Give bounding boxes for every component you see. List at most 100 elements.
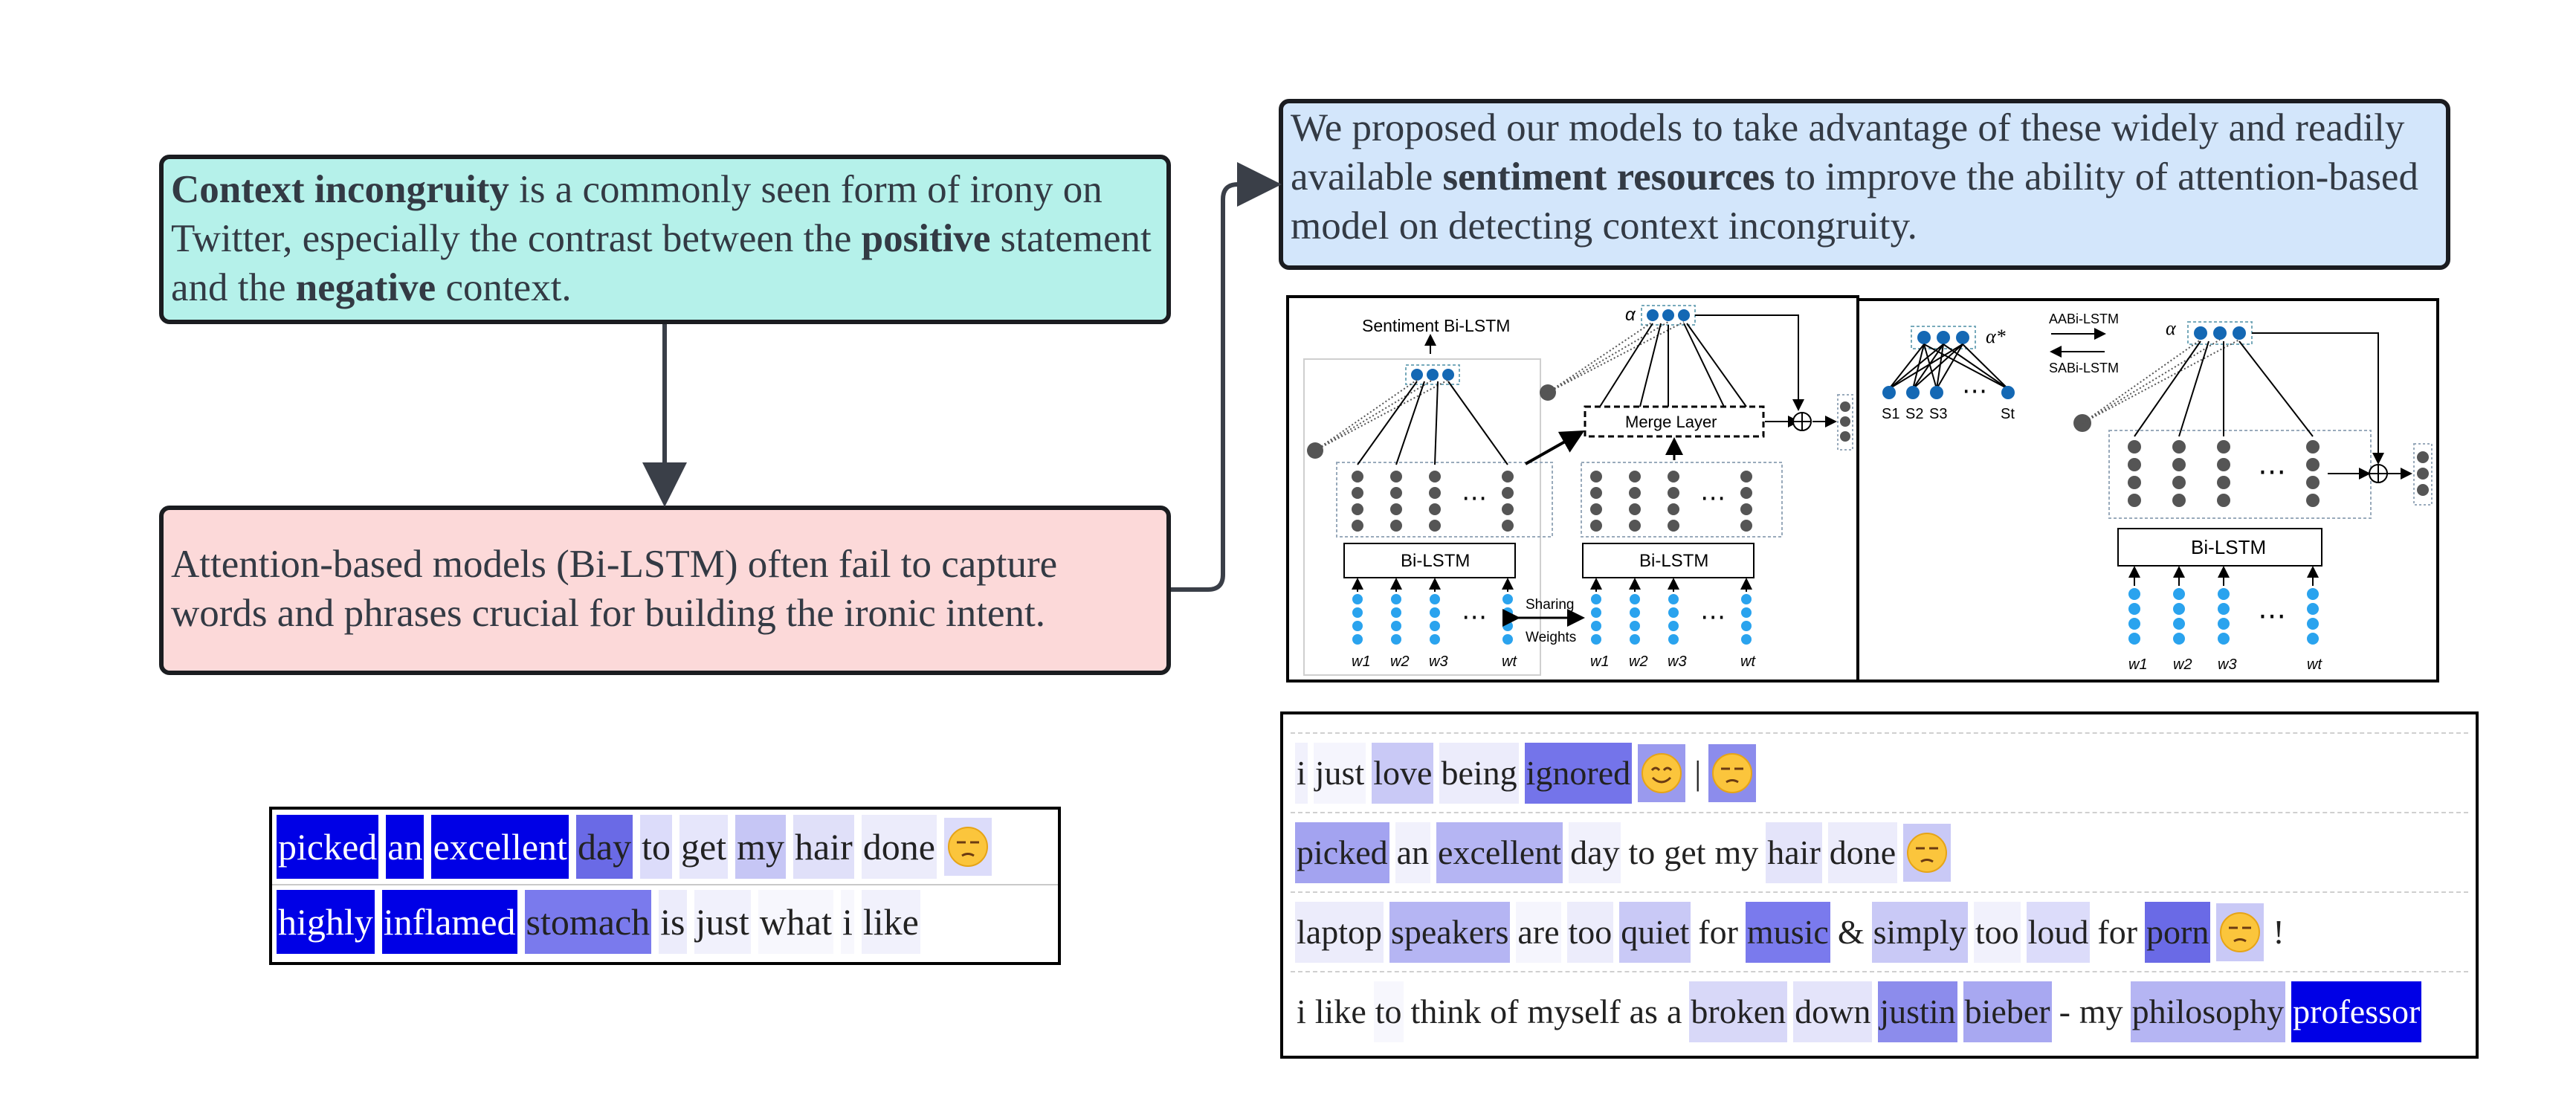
emoji-icon [1638, 743, 1686, 802]
context-text-3: context. [436, 266, 572, 309]
word-w2-a: w2 [1390, 653, 1410, 670]
emoji-icon [1903, 823, 1952, 882]
heatmap-token: to [640, 815, 673, 879]
heatmap-token: an [386, 815, 425, 879]
ellipsis-s: ⋯ [1962, 377, 1987, 405]
emoji-icon [2216, 903, 2265, 961]
heatmap-token: philosophy [2130, 981, 2286, 1042]
heatmap-token: too [1566, 901, 1614, 963]
alpha-label: α [1625, 305, 1636, 325]
heatmap-token: professor [2291, 981, 2422, 1042]
heatmap-token: - [2057, 981, 2072, 1042]
word-wt-c: wt [2307, 656, 2322, 673]
sentiment-bilstm-label: Sentiment Bi-LSTM [1362, 316, 1510, 335]
heatmap-token: hair [793, 815, 854, 879]
merge-layer-label: Merge Layer [1625, 413, 1717, 431]
word-w1-c: w1 [2128, 656, 2148, 673]
aabi-lstm-label: AABi-LSTM [2049, 312, 2119, 326]
word-w3-c: w3 [2218, 656, 2237, 673]
heatmap-token: what [758, 890, 833, 954]
heatmap-token: day [1569, 822, 1621, 883]
heatmap-token: picked [1295, 822, 1389, 883]
heatmap-token: my [2077, 981, 2125, 1042]
heatmap-token: think [1409, 981, 1483, 1042]
attention-failure-box: Attention-based models (Bi-LSTM) often f… [159, 506, 1171, 675]
s2-label: S2 [1905, 406, 1923, 422]
st-label: St [2001, 406, 2015, 422]
ellipsis-hidden-2: ⋯ [1700, 484, 1726, 512]
heatmap-token: get [1662, 822, 1708, 883]
positive-term: positive [861, 217, 991, 260]
word-wt-a: wt [1502, 653, 1517, 670]
heatmap-token: broken [1689, 981, 1788, 1042]
alpha-star-label: α* [1986, 326, 2006, 347]
word-w1-b: w1 [1590, 653, 1610, 670]
heatmap-token: highly [277, 890, 375, 954]
sentiment-bilstm-svg: Sentiment Bi-LSTM ⋯ Bi-LSTM [1303, 305, 1853, 676]
emoji-icon [943, 818, 992, 876]
sharing-label: Sharing [1526, 597, 1575, 613]
heatmap-token: & [1836, 901, 1866, 963]
heatmap-token: ! [2271, 901, 2286, 963]
context-incongruity-term: Context incongruity [171, 168, 509, 211]
heatmap-token: loud [2026, 901, 2091, 963]
heatmap-token: to [1373, 981, 1404, 1042]
context-incongruity-box: Context incongruity is a commonly seen f… [159, 155, 1171, 324]
heatmap-token: stomach [524, 890, 652, 954]
heatmap-token: just [1313, 742, 1366, 804]
emoji-icon [1708, 743, 1757, 802]
heatmap-token: an [1395, 822, 1431, 883]
word-w1-a: w1 [1352, 653, 1371, 670]
heatmap-token: love [1372, 742, 1434, 804]
proposal-box: We proposed our models to take advantage… [1279, 99, 2450, 270]
heatmap-token: being [1439, 742, 1519, 804]
bilstm-label-1: Bi-LSTM [1401, 551, 1470, 571]
heatmap-token: quiet [1619, 901, 1691, 963]
word-wt-b: wt [1740, 653, 1756, 670]
heatmap-token: for [2096, 901, 2140, 963]
sabi-lstm-label: SABi-LSTM [2049, 361, 2119, 375]
aabi-sabi-lstm-diagram: α* ⋯ S1 S2 S3 St AABi-LSTM SABi-LSTM α [1856, 298, 2439, 682]
heatmap-token: music [1745, 901, 1830, 963]
heatmap-token: done [1827, 822, 1898, 883]
heatmap-token: picked [277, 815, 379, 879]
sentiment-bilstm-diagram: Sentiment Bi-LSTM ⋯ Bi-LSTM [1286, 295, 1859, 682]
heatmap-token: simply [1871, 901, 1968, 963]
heatmap-token: bieber [1963, 981, 2052, 1042]
word-w2-b: w2 [1629, 653, 1648, 670]
heatmap-token: get [679, 815, 729, 879]
heatmap-token: excellent [431, 815, 569, 879]
ellipsis-hidden-right: ⋯ [2258, 456, 2286, 488]
arrow-attention-to-proposal [1171, 162, 1282, 592]
heatmap-token: myself [1526, 981, 1622, 1042]
heatmap-token: speakers [1389, 901, 1511, 963]
ellipsis-words-2: ⋯ [1700, 603, 1726, 631]
attention-failure-text: Attention-based models (Bi-LSTM) often f… [171, 543, 1058, 635]
heatmap-token: like [861, 890, 920, 954]
heatmap-token: down [1793, 981, 1873, 1042]
proposal-text-2: to improve the ability of attention-base… [1291, 155, 2418, 248]
heatmap-token: done [861, 815, 937, 879]
heatmap-token: i [1295, 981, 1308, 1042]
ellipsis-hidden-1: ⋯ [1462, 484, 1487, 512]
word-w3-a: w3 [1429, 653, 1448, 670]
heatmap-token: like [1313, 981, 1368, 1042]
heatmap-token: to [1627, 822, 1657, 883]
ellipsis-words-1: ⋯ [1462, 603, 1487, 631]
heatmap-token: laptop [1295, 901, 1384, 963]
heatmap-token: ignored [1524, 742, 1633, 804]
heatmap-token: excellent [1436, 822, 1563, 883]
heatmap-token: porn [2145, 901, 2211, 963]
heatmap-token: are [1516, 901, 1561, 963]
sentiment-resources-term: sentiment resources [1442, 155, 1775, 199]
heatmap-token: day [575, 815, 633, 879]
heatmap-token: for [1697, 901, 1740, 963]
heatmap-token: my [735, 815, 787, 879]
